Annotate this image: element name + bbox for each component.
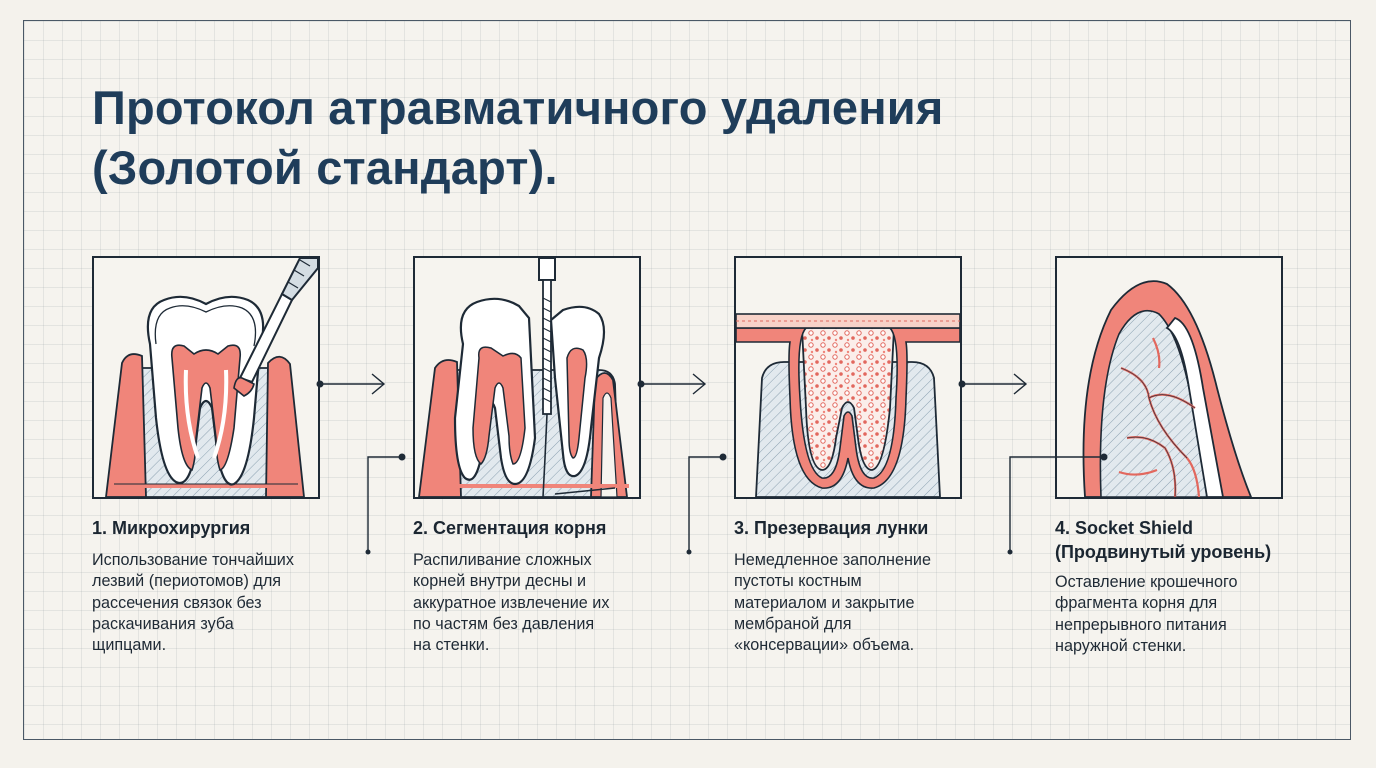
step-2-title: 2. Сегментация корня [413,518,607,538]
step-2-desc-line: на стенки. [413,636,490,655]
step-2-desc-line: Распиливание сложных [413,551,592,569]
step-4-title-line: (Продвинутый уровень) [1055,542,1272,562]
step-4-desc-line: Оставление крошечного [1055,573,1238,591]
step-1-desc-line: лезвий (периотомов) для [92,572,282,591]
step-4-desc-line: непрерывного питания [1055,615,1227,634]
step-1-desc-line: щипцами. [92,636,167,655]
step-3-desc-line: пустоты костным [734,572,862,591]
step-4-desc-line: фрагмента корня для [1055,594,1218,613]
pulp [170,344,242,472]
step-3-desc-line: «консервации» объема. [734,636,915,655]
socket-shield-illustration [1082,280,1252,497]
step-3-desc-line: Немедленное заполнение [734,551,931,569]
step-3-title: 3. Презервация лунки [734,518,929,538]
step-1-description: Использование тончайших лезвий (периотом… [92,550,294,656]
step-2-illustration [413,256,641,499]
step-4-title: 4. Socket Shield (Продвинутый уровень) [1055,516,1271,564]
leader-line-3 [688,456,723,552]
scalpel-handle-icon [280,258,318,302]
step-1-desc-line: Использование тончайших [92,551,294,569]
page-title: Протокол атравматичного удаления (Золото… [92,78,944,198]
step-3-desc-line: материалом и закрытие [734,593,915,612]
tooth-crown-root [146,295,265,486]
page-title-line-1: Протокол атравматичного удаления [92,81,944,134]
microsurgery-tooth-illustration [105,258,318,497]
step-1-title: 1. Микрохирургия [92,518,251,538]
step-4-desc-line: наружной стенки. [1055,636,1187,655]
gum-left [418,359,462,497]
step-2-desc-line: по частям без давления [413,614,595,633]
step-4-title-line: 4. Socket Shield [1055,518,1194,538]
step-3-description: Немедленное заполнение пустоты костным м… [734,550,931,656]
step-3-illustration [734,256,962,499]
leader-line-4 [1009,456,1104,552]
gum-tissue [736,327,960,489]
gum-right [265,355,305,497]
step-2-desc-line: корней внутри десны и [413,572,586,591]
page-title-line-2: (Золотой стандарт). [92,141,558,194]
step-4-illustration [1055,256,1283,499]
gum-left [105,353,147,497]
step-2-desc-line: аккуратное извлечение их [413,593,610,612]
bone-graft-material [801,327,895,471]
step-1-desc-line: рассечения связок без [92,593,262,612]
step-2-description: Распиливание сложных корней внутри десны… [413,550,609,656]
step-4-description: Оставление крошечного фрагмента корня дл… [1055,572,1238,657]
barrier-membrane [736,313,960,329]
root-sectioning-illustration [418,258,629,497]
leader-line-2 [367,456,402,552]
step-3-desc-line: мембраной для [734,614,852,633]
step-1-illustration [92,256,320,499]
step-1-desc-line: раскачивания зуба [92,614,234,633]
socket-preservation-illustration [736,313,960,497]
